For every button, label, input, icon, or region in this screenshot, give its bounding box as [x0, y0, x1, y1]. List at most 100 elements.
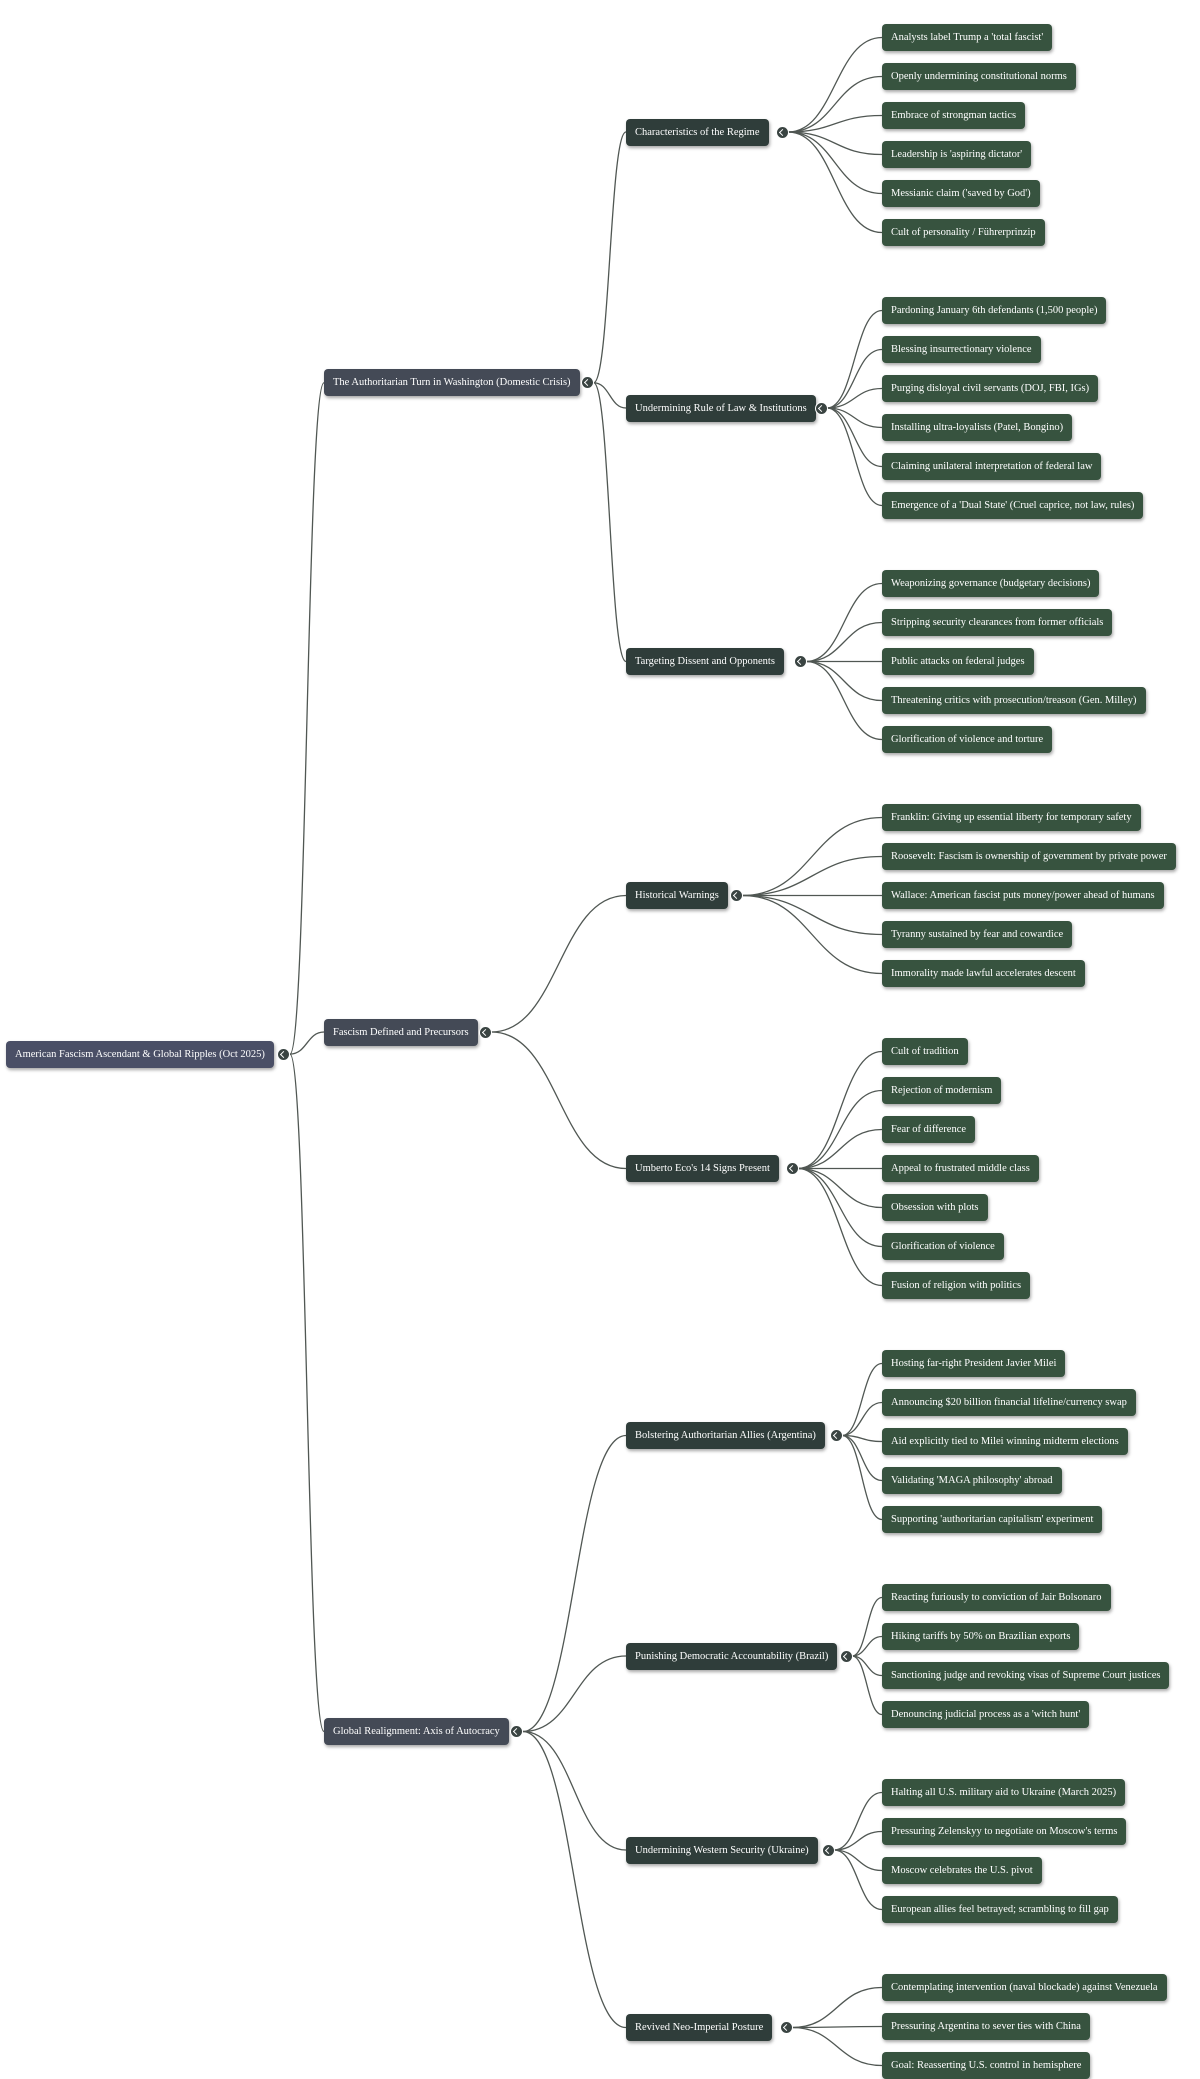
collapse-toggle-icon[interactable] — [821, 1843, 835, 1857]
connector-edge — [826, 348, 883, 409]
connector-edge — [841, 1401, 883, 1437]
branch-node-global-realignment-axis-of-autocracy[interactable]: Global Realignment: Axis of Autocracy — [324, 1718, 509, 1745]
leaf-node-openly-undermining-constitutional-norms[interactable]: Openly undermining constitutional norms — [882, 63, 1076, 90]
leaf-node-leadership-is-aspiring-dictator[interactable]: Leadership is 'aspiring dictator' — [882, 141, 1032, 168]
topic-node-targeting-dissent-and-opponents[interactable]: Targeting Dissent and Opponents — [626, 648, 784, 675]
collapse-toggle-icon[interactable] — [729, 889, 743, 902]
connector-edge — [826, 387, 883, 409]
connector-edge — [797, 1167, 883, 1287]
leaf-node-tyranny-sustained-by-fear-and-cowardice[interactable]: Tyranny sustained by fear and cowardice — [882, 921, 1073, 948]
collapse-toggle-icon[interactable] — [793, 655, 807, 668]
connector-edge — [741, 894, 883, 936]
branch-node-the-authoritarian-turn-in-washington-dom[interactable]: The Authoritarian Turn in Washington (Do… — [324, 369, 580, 397]
collapse-toggle-icon[interactable] — [277, 1047, 291, 1061]
leaf-node-glorification-of-violence[interactable]: Glorification of violence — [882, 1233, 1004, 1260]
leaf-node-purging-disloyal-civil-servants-doj-fbi-[interactable]: Purging disloyal civil servants (DOJ, FB… — [882, 375, 1099, 402]
connector-edge — [787, 75, 883, 133]
leaf-node-european-allies-feel-betrayed-scrambling[interactable]: European allies feel betrayed; scramblin… — [882, 1896, 1118, 1923]
leaf-node-installing-ultra-loyalists-patel-bongino[interactable]: Installing ultra-loyalists (Patel, Bongi… — [882, 414, 1073, 441]
topic-node-undermining-rule-of-law-institutions[interactable]: Undermining Rule of Law & Institutions — [626, 394, 816, 422]
leaf-node-franklin-giving-up-essential-liberty-for[interactable]: Franklin: Giving up essential liberty fo… — [882, 804, 1141, 831]
leaf-node-cult-of-personality-f-hrerprinzip[interactable]: Cult of personality / Führerprinzip — [882, 219, 1045, 246]
topic-node-umberto-eco-s-14-signs-present[interactable]: Umberto Eco's 14 Signs Present — [626, 1155, 779, 1182]
leaf-node-fear-of-difference[interactable]: Fear of difference — [882, 1116, 976, 1143]
leaf-node-emergence-of-a-dual-state-cruel-caprice-[interactable]: Emergence of a 'Dual State' (Cruel capri… — [882, 492, 1144, 519]
connector-edge — [791, 2025, 883, 2029]
leaf-node-hosting-far-right-president-javier-milei[interactable]: Hosting far-right President Javier Milei — [882, 1350, 1066, 1377]
leaf-node-aid-explicitly-tied-to-milei-winning-mid[interactable]: Aid explicitly tied to Milei winning mid… — [882, 1428, 1128, 1455]
connector-edge — [851, 1655, 883, 1716]
collapse-toggle-icon[interactable] — [479, 1025, 493, 1039]
connector-edge — [797, 1128, 883, 1170]
connector-edge — [522, 1434, 627, 1733]
leaf-node-pardoning-january-6th-defendants-1-500-p[interactable]: Pardoning January 6th defendants (1,500 … — [882, 297, 1107, 324]
leaf-node-weaponizing-governance-budgetary-decisio[interactable]: Weaponizing governance (budgetary decisi… — [882, 570, 1100, 597]
topic-node-bolstering-authoritarian-allies-argentin[interactable]: Bolstering Authoritarian Allies (Argenti… — [626, 1422, 825, 1449]
connector-edge — [791, 2026, 883, 2067]
connector-edge — [787, 114, 883, 133]
collapse-toggle-icon[interactable] — [785, 1162, 799, 1175]
topic-node-historical-warnings[interactable]: Historical Warnings — [626, 882, 728, 909]
leaf-node-claiming-unilateral-interpretation-of-fe[interactable]: Claiming unilateral interpretation of fe… — [882, 453, 1102, 480]
leaf-node-announcing-20-billion-financial-lifeline[interactable]: Announcing $20 billion financial lifelin… — [882, 1389, 1136, 1416]
connector-edge — [787, 131, 883, 195]
connector-edge — [787, 131, 883, 156]
collapse-toggle-icon[interactable] — [581, 376, 595, 390]
leaf-node-fusion-of-religion-with-politics[interactable]: Fusion of religion with politics — [882, 1272, 1031, 1299]
leaf-node-public-attacks-on-federal-judges[interactable]: Public attacks on federal judges — [882, 648, 1034, 675]
root-node-american-fascism-ascendant-global-ripple[interactable]: American Fascism Ascendant & Global Ripp… — [6, 1040, 274, 1068]
leaf-node-threatening-critics-with-prosecution-tre[interactable]: Threatening critics with prosecution/tre… — [882, 687, 1146, 714]
connector-edge — [797, 1089, 883, 1170]
connector-edge — [841, 1434, 883, 1521]
leaf-node-blessing-insurrectionary-violence[interactable]: Blessing insurrectionary violence — [882, 336, 1041, 363]
connector-edge — [797, 1167, 883, 1248]
connector-edge — [787, 131, 883, 234]
leaf-node-hiking-tariffs-by-50-on-brazilian-export[interactable]: Hiking tariffs by 50% on Brazilian expor… — [882, 1623, 1080, 1650]
connector-edge — [833, 1849, 883, 1911]
topic-node-revived-neo-imperial-posture[interactable]: Revived Neo-Imperial Posture — [626, 2014, 773, 2041]
topic-node-undermining-western-security-ukraine[interactable]: Undermining Western Security (Ukraine) — [626, 1836, 818, 1864]
connector-edge — [491, 1031, 627, 1170]
collapse-toggle-icon[interactable] — [839, 1649, 853, 1663]
leaf-node-wallace-american-fascist-puts-money-powe[interactable]: Wallace: American fascist puts money/pow… — [882, 882, 1164, 909]
collapse-toggle-icon[interactable] — [775, 125, 789, 139]
leaf-node-roosevelt-fascism-is-ownership-of-govern[interactable]: Roosevelt: Fascism is ownership of gover… — [882, 843, 1176, 870]
leaf-node-denouncing-judicial-process-as-a-witch-h[interactable]: Denouncing judicial process as a 'witch … — [882, 1701, 1090, 1728]
leaf-node-analysts-label-trump-a-total-fascist[interactable]: Analysts label Trump a 'total fascist' — [882, 24, 1053, 51]
leaf-node-cult-of-tradition[interactable]: Cult of tradition — [882, 1038, 968, 1065]
connector-edge — [787, 36, 883, 133]
leaf-node-contemplating-intervention-naval-blockad[interactable]: Contemplating intervention (naval blocka… — [882, 1974, 1167, 2001]
topic-node-punishing-democratic-accountability-braz[interactable]: Punishing Democratic Accountability (Bra… — [626, 1642, 838, 1670]
leaf-node-reacting-furiously-to-conviction-of-jair[interactable]: Reacting furiously to conviction of Jair… — [882, 1584, 1111, 1611]
leaf-node-appeal-to-frustrated-middle-class[interactable]: Appeal to frustrated middle class — [882, 1155, 1039, 1182]
branch-node-fascism-defined-and-precursors[interactable]: Fascism Defined and Precursors — [324, 1018, 478, 1046]
connector-edge — [805, 660, 883, 741]
leaf-node-validating-maga-philosophy-abroad[interactable]: Validating 'MAGA philosophy' abroad — [882, 1467, 1062, 1494]
leaf-node-supporting-authoritarian-capitalism-expe[interactable]: Supporting 'authoritarian capitalism' ex… — [882, 1506, 1103, 1533]
leaf-node-stripping-security-clearances-from-forme[interactable]: Stripping security clearances from forme… — [882, 609, 1113, 636]
leaf-node-pressuring-argentina-to-sever-ties-with-[interactable]: Pressuring Argentina to sever ties with … — [882, 2013, 1090, 2040]
connector-edge — [741, 894, 883, 975]
topic-node-characteristics-of-the-regime[interactable]: Characteristics of the Regime — [626, 118, 769, 146]
collapse-toggle-icon[interactable] — [829, 1429, 843, 1442]
connector-edge — [826, 407, 883, 507]
collapse-toggle-icon[interactable] — [779, 2021, 793, 2034]
leaf-node-pressuring-zelenskyy-to-negotiate-on-mos[interactable]: Pressuring Zelenskyy to negotiate on Mos… — [882, 1818, 1127, 1845]
leaf-node-moscow-celebrates-the-u-s-pivot[interactable]: Moscow celebrates the U.S. pivot — [882, 1857, 1042, 1884]
leaf-node-messianic-claim-saved-by-god[interactable]: Messianic claim ('saved by God') — [882, 180, 1040, 207]
collapse-toggle-icon[interactable] — [510, 1725, 524, 1738]
leaf-node-embrace-of-strongman-tactics[interactable]: Embrace of strongman tactics — [882, 102, 1026, 129]
leaf-node-immorality-made-lawful-accelerates-desce[interactable]: Immorality made lawful accelerates desce… — [882, 960, 1085, 987]
connector-edge — [791, 1986, 883, 2029]
connector-edge — [841, 1434, 883, 1482]
leaf-node-sanctioning-judge-and-revoking-visas-of-[interactable]: Sanctioning judge and revoking visas of … — [882, 1662, 1170, 1689]
connector-edge — [522, 1730, 627, 2029]
collapse-toggle-icon[interactable] — [814, 401, 828, 415]
leaf-node-obsession-with-plots[interactable]: Obsession with plots — [882, 1194, 988, 1221]
connector-edge — [805, 582, 883, 663]
connector-edge — [592, 131, 627, 384]
connector-edge — [289, 1031, 325, 1055]
leaf-node-glorification-of-violence-and-torture[interactable]: Glorification of violence and torture — [882, 726, 1053, 753]
leaf-node-rejection-of-modernism[interactable]: Rejection of modernism — [882, 1077, 1002, 1104]
leaf-node-halting-all-u-s-military-aid-to-ukraine-[interactable]: Halting all U.S. military aid to Ukraine… — [882, 1779, 1126, 1806]
